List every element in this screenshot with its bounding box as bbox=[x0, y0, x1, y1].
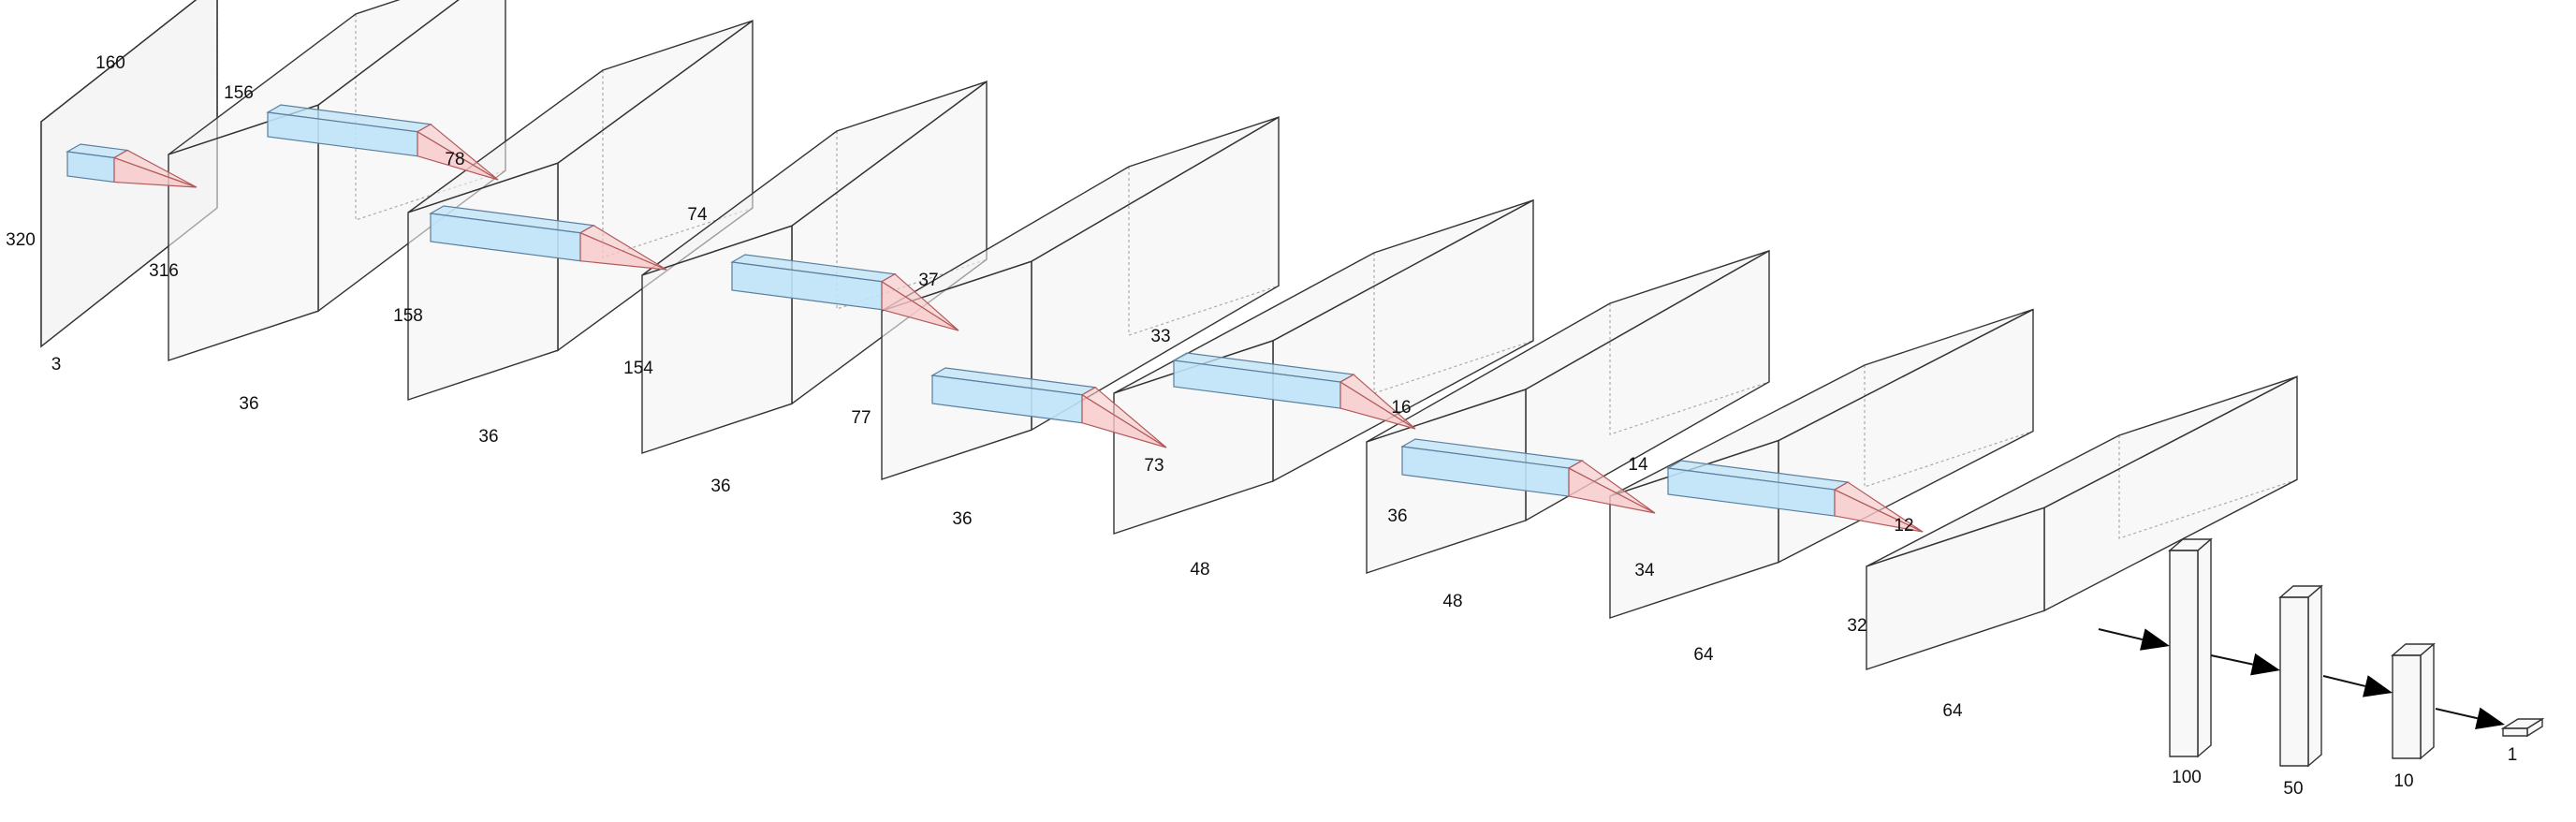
layer-boxes bbox=[40, 0, 2298, 670]
front-face bbox=[2279, 596, 2309, 767]
label-conv7-width: 14 bbox=[1628, 455, 1648, 475]
kernel-projection-8 bbox=[1666, 460, 1924, 533]
label-conv6-height: 36 bbox=[1387, 506, 1407, 526]
projection-cone-top bbox=[416, 123, 499, 181]
projection-cone-top bbox=[880, 272, 959, 331]
flow-arrow-2 bbox=[2210, 653, 2280, 676]
side-face bbox=[2420, 642, 2435, 760]
kernel-projection-6 bbox=[1172, 352, 1416, 430]
label-conv1-depth: 36 bbox=[239, 394, 258, 414]
kernel-projection-1 bbox=[66, 143, 198, 188]
front-face bbox=[168, 104, 319, 361]
side-face bbox=[2307, 584, 2322, 768]
projection-cone-top bbox=[1567, 460, 1656, 514]
label-input-width: 160 bbox=[95, 53, 125, 73]
label-input-height: 320 bbox=[6, 230, 36, 250]
side-face bbox=[2197, 537, 2212, 758]
flow-arrows bbox=[2098, 628, 2505, 729]
arrow-head bbox=[2475, 707, 2505, 729]
label-conv8-height: 32 bbox=[1847, 616, 1866, 636]
kernel-projection-4 bbox=[730, 254, 959, 331]
label-conv8-depth: 64 bbox=[1942, 701, 1963, 721]
front-face bbox=[1866, 506, 2045, 670]
dense-layers bbox=[2168, 537, 2545, 768]
front-face bbox=[2392, 654, 2422, 759]
kernel-projection-7 bbox=[1400, 438, 1656, 514]
projection-cone-top bbox=[578, 225, 667, 271]
kernel-projection-2 bbox=[266, 104, 499, 181]
flow-arrow-4 bbox=[2435, 707, 2505, 729]
projection-cone-top bbox=[1833, 481, 1924, 533]
front-face bbox=[2502, 727, 2528, 737]
label-conv1-width: 156 bbox=[224, 83, 254, 103]
dense-layer-fc1 bbox=[2168, 537, 2213, 758]
dimension-labels: 3 320 160 36 316 156 36 158 78 36 154 74 36 77 37 48 73 3… bbox=[6, 53, 2517, 799]
label-conv3-width: 74 bbox=[687, 205, 708, 225]
label-conv4-height: 77 bbox=[851, 408, 871, 428]
label-fc3-units: 10 bbox=[2393, 771, 2413, 791]
label-out-units: 1 bbox=[2508, 745, 2518, 765]
projection-cone-top bbox=[1080, 386, 1167, 448]
label-conv7-depth: 64 bbox=[1693, 645, 1714, 665]
label-conv5-depth: 48 bbox=[1190, 560, 1209, 580]
arrow-shaft bbox=[2210, 654, 2253, 666]
arrow-head bbox=[2250, 653, 2280, 676]
label-conv2-width: 78 bbox=[445, 150, 464, 169]
arrow-shaft bbox=[2098, 628, 2144, 641]
dense-layer-out bbox=[2500, 717, 2545, 738]
label-input-depth: 3 bbox=[51, 355, 62, 374]
arrow-shaft bbox=[2435, 708, 2478, 720]
projection-cone-top bbox=[1339, 374, 1416, 430]
arrow-head bbox=[2140, 628, 2170, 651]
front-face bbox=[2169, 550, 2199, 757]
label-conv5-width: 33 bbox=[1150, 327, 1170, 346]
dense-layer-fc2 bbox=[2278, 584, 2323, 768]
label-conv2-height: 158 bbox=[393, 306, 423, 326]
front-face bbox=[1366, 388, 1527, 574]
arrow-shaft bbox=[2322, 675, 2366, 687]
label-conv2-depth: 36 bbox=[478, 427, 498, 447]
flow-arrow-3 bbox=[2322, 675, 2393, 697]
label-conv1-height: 316 bbox=[149, 261, 179, 281]
label-conv6-depth: 48 bbox=[1442, 592, 1462, 611]
label-conv6-width: 16 bbox=[1391, 398, 1411, 418]
layer-box-conv8 bbox=[1866, 375, 2298, 670]
label-conv3-height: 154 bbox=[623, 359, 653, 378]
label-conv4-width: 37 bbox=[918, 271, 938, 290]
label-conv3-depth: 36 bbox=[710, 477, 730, 496]
label-conv4-depth: 36 bbox=[952, 509, 972, 529]
dense-layer-fc3 bbox=[2391, 642, 2436, 760]
label-conv8-width: 12 bbox=[1894, 516, 1913, 536]
label-fc2-units: 50 bbox=[2283, 779, 2303, 799]
layer-box-conv6 bbox=[1366, 249, 1770, 574]
kernel-projection-3 bbox=[429, 205, 667, 271]
arrow-head bbox=[2363, 675, 2393, 697]
label-conv5-height: 73 bbox=[1144, 456, 1164, 476]
label-conv7-height: 34 bbox=[1634, 561, 1655, 580]
label-fc1-units: 100 bbox=[2172, 768, 2202, 787]
projection-cone-top bbox=[112, 149, 198, 188]
kernel-projections bbox=[66, 104, 1924, 533]
kernel-projection-5 bbox=[930, 367, 1167, 448]
flow-arrow-1 bbox=[2098, 628, 2170, 651]
